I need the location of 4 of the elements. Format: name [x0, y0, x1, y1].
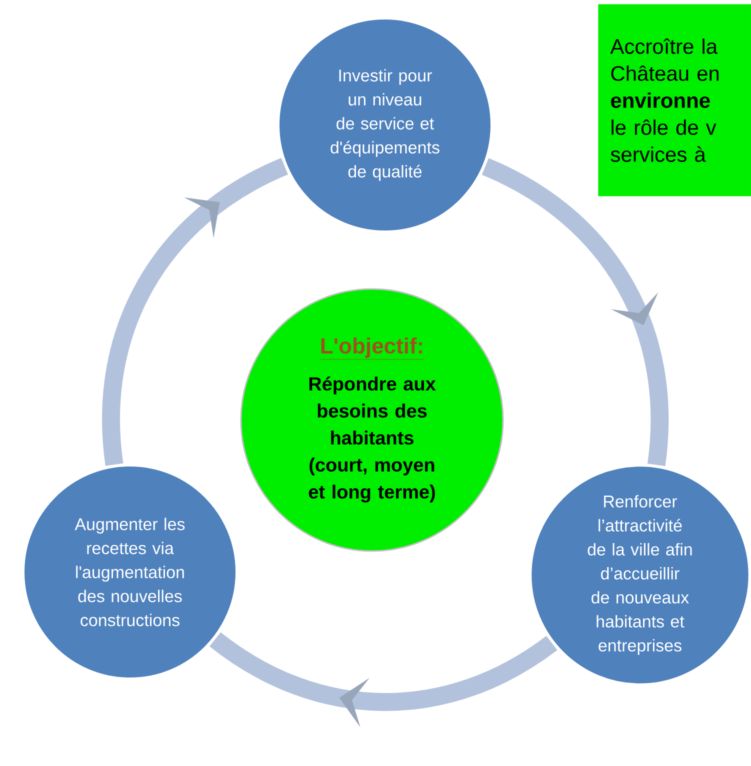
cycle-arrow: [102, 158, 288, 466]
cycle-arrow: [481, 158, 668, 466]
note-box: Accroître la Château en environne le rôle de v services à: [598, 4, 751, 196]
cycle-arrow: [210, 632, 557, 728]
